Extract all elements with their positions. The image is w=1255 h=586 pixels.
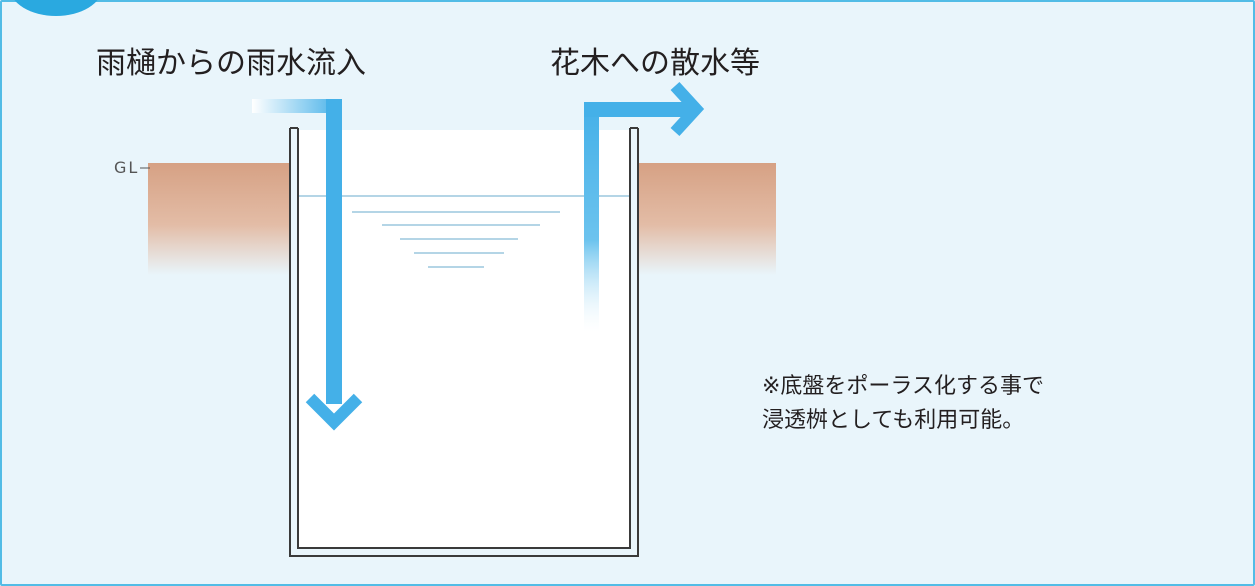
note-line-2: 浸透桝としても利用可能。: [762, 408, 1025, 433]
arrow-down-icon: [252, 99, 363, 431]
soil-right: [638, 163, 776, 275]
soil-left: [148, 163, 289, 275]
inflow-label: 雨樋からの雨水流入: [96, 46, 366, 81]
arrow-right-icon: [584, 81, 705, 332]
porous-base-note: ※底盤をポーラス化する事で 浸透桝としても利用可能。: [762, 370, 1044, 438]
outflow-label: 花木への散水等: [550, 46, 760, 81]
tank-interior: [298, 130, 630, 548]
water-surface: [298, 195, 630, 268]
note-line-1: ※底盤をポーラス化する事で: [762, 374, 1044, 399]
tank-wall: [289, 127, 639, 557]
section-number-badge: [10, 0, 102, 16]
ground-level-label: GL: [114, 158, 140, 177]
